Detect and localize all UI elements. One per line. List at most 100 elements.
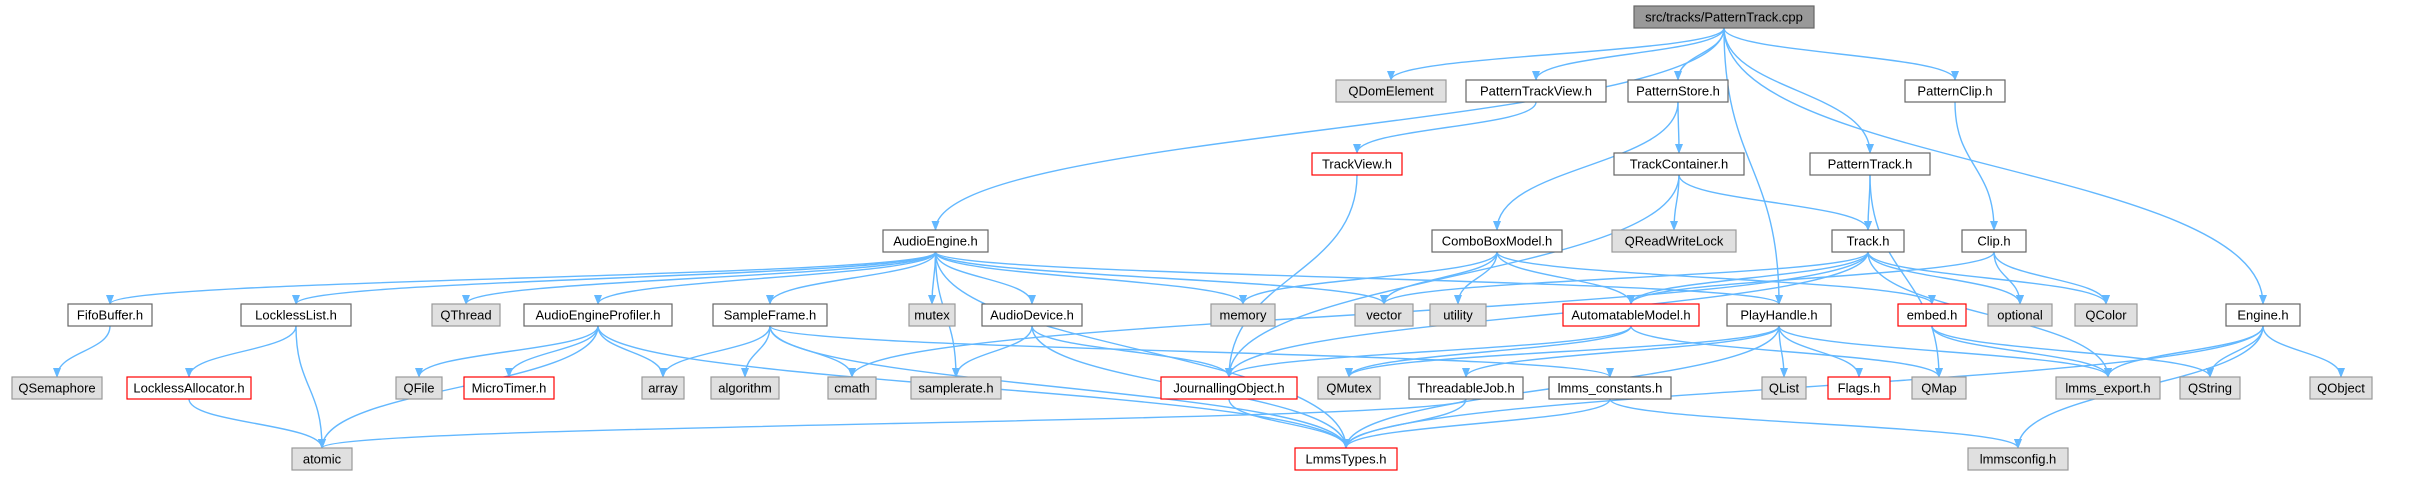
edge-root-to-ae (931, 27, 1725, 231)
edge-pclip-to-clip (1954, 101, 1998, 231)
node-automodel[interactable]: AutomatableModel.h (1562, 303, 1700, 327)
node-root[interactable]: src/tracks/PatternTrack.cpp (1633, 5, 1815, 29)
node-box (1726, 303, 1832, 327)
edge-sframe-to-ltypes (769, 325, 1350, 449)
node-ptrack[interactable]: PatternTrack.h (1809, 152, 1931, 176)
edge-lalloc-to-atomic (188, 398, 326, 449)
node-label: utility (1443, 308, 1473, 323)
node-label: AudioDevice.h (990, 308, 1074, 323)
node-pclip[interactable]: PatternClip.h (1904, 79, 2006, 103)
node-label: QReadWriteLock (1625, 234, 1724, 249)
node-fifo[interactable]: FifoBuffer.h (67, 303, 153, 327)
node-box (395, 376, 443, 400)
node-box (1987, 303, 2053, 327)
node-box (1294, 447, 1398, 471)
node-box (1809, 152, 1931, 176)
edge-root-to-playh (1723, 27, 1783, 305)
node-engine[interactable]: Engine.h (2225, 303, 2301, 327)
edge-sframe-to-lconst (769, 325, 1614, 378)
edge-ae-to-playh (934, 251, 1783, 305)
node-box (11, 376, 103, 400)
node-label: vector (1366, 308, 1402, 323)
node-label: Engine.h (2237, 308, 2288, 323)
edge-cbm-to-automodel (1496, 251, 1635, 305)
edge-ae-to-fifo (106, 251, 937, 305)
node-qfile: QFile (395, 376, 443, 400)
node-box (1611, 229, 1737, 253)
node-clip[interactable]: Clip.h (1961, 229, 2027, 253)
node-label: Clip.h (1977, 234, 2010, 249)
node-box (1904, 79, 2006, 103)
edge-ae-to-memory (934, 251, 1247, 305)
edge-root-to-pclip (1723, 27, 1959, 81)
edge-playh-to-lexport (1778, 325, 2112, 378)
node-ltypes[interactable]: LmmsTypes.h (1294, 447, 1398, 471)
node-pstore[interactable]: PatternStore.h (1627, 79, 1729, 103)
node-label: QObject (2317, 381, 2365, 396)
node-lockl[interactable]: LocklessList.h (240, 303, 352, 327)
node-aep[interactable]: AudioEngineProfiler.h (523, 303, 673, 327)
node-playh[interactable]: PlayHandle.h (1726, 303, 1832, 327)
node-box (67, 303, 153, 327)
edge-ptv-to-tview (1353, 101, 1537, 154)
node-box (2074, 303, 2138, 327)
node-label: QString (2188, 381, 2232, 396)
node-mtimer[interactable]: MicroTimer.h (463, 376, 555, 400)
node-tview[interactable]: TrackView.h (1311, 152, 1403, 176)
edge-clip-to-automodel (1627, 251, 1995, 305)
edge-ae-to-adev (934, 251, 1036, 305)
node-label: QSemaphore (18, 381, 95, 396)
edge-automodel-to-qmutex (1345, 325, 1632, 378)
node-sframe[interactable]: SampleFrame.h (712, 303, 828, 327)
node-box (1431, 229, 1563, 253)
node-cmath: cmath (827, 376, 877, 400)
node-label: algorithm (718, 381, 771, 396)
node-label: lmmsconfig.h (1980, 452, 2057, 467)
node-box (1408, 376, 1524, 400)
edge-fifo-to-qsem (53, 325, 111, 378)
node-embed[interactable]: embed.h (1897, 303, 1967, 327)
node-box (827, 376, 877, 400)
node-adev[interactable]: AudioDevice.h (981, 303, 1083, 327)
edge-engine-to-qstring (2206, 325, 2264, 378)
node-jobj[interactable]: JournallingObject.h (1160, 376, 1298, 400)
node-qthread: QThread (431, 303, 501, 327)
node-label: MicroTimer.h (472, 381, 547, 396)
node-atomic: atomic (291, 447, 353, 471)
node-lconst[interactable]: lmms_constants.h (1548, 376, 1672, 400)
edge-sframe-to-algorithm (741, 325, 771, 378)
node-qcolor: QColor (2074, 303, 2138, 327)
node-box (712, 303, 828, 327)
node-label: lmms_constants.h (1558, 381, 1663, 396)
node-ae[interactable]: AudioEngine.h (882, 229, 989, 253)
node-label: ComboBoxModel.h (1442, 234, 1553, 249)
node-srate: samplerate.h (910, 376, 1002, 400)
node-qmutex: QMutex (1317, 376, 1381, 400)
edge-cbm-to-embed (1496, 251, 1936, 305)
node-box (240, 303, 352, 327)
edge-tcont-to-jobj (1225, 174, 1680, 378)
node-cbm[interactable]: ComboBoxModel.h (1431, 229, 1563, 253)
edge-sframe-to-array (659, 325, 771, 378)
node-label: FifoBuffer.h (77, 308, 143, 323)
node-box (431, 303, 501, 327)
node-tjob[interactable]: ThreadableJob.h (1408, 376, 1524, 400)
node-flags[interactable]: Flags.h (1827, 376, 1891, 400)
node-track[interactable]: Track.h (1831, 229, 1905, 253)
node-box (1613, 152, 1745, 176)
node-label: QList (1769, 381, 1800, 396)
node-tcont[interactable]: TrackContainer.h (1613, 152, 1745, 176)
node-label: LocklessAllocator.h (133, 381, 244, 396)
node-lalloc[interactable]: LocklessAllocator.h (126, 376, 252, 400)
edge-playh-to-tjob (1462, 325, 1780, 378)
node-ptv[interactable]: PatternTrackView.h (1465, 79, 1607, 103)
node-label: Track.h (1847, 234, 1890, 249)
node-mutex: mutex (908, 303, 956, 327)
node-label: memory (1220, 308, 1267, 323)
node-label: AudioEngine.h (893, 234, 978, 249)
edge-tcont-to-track (1678, 174, 1872, 231)
edge-tjob-to-atomic (318, 398, 1467, 449)
node-qsem: QSemaphore (11, 376, 103, 400)
edge-playh-to-qmutex (1345, 325, 1780, 378)
